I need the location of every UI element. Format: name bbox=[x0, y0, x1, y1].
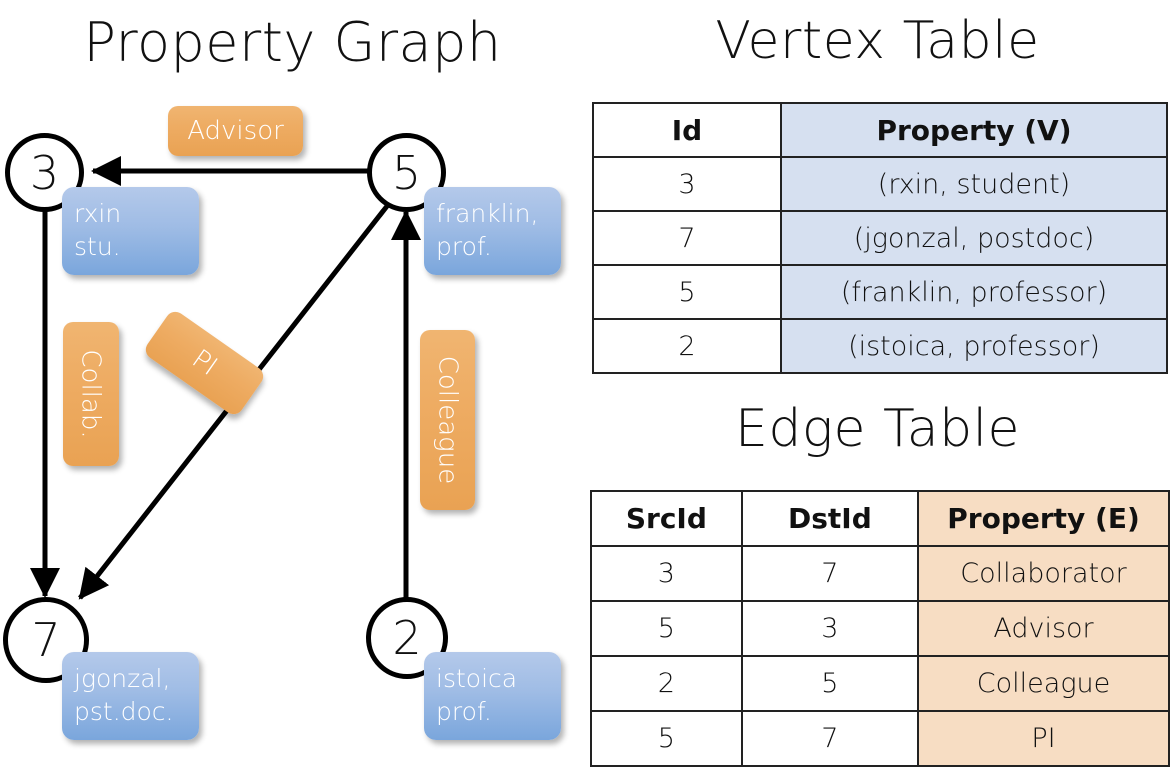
edge-label-colleague[interactable]: Colleague bbox=[420, 330, 475, 510]
table-row: 3 7 Collaborator bbox=[590, 545, 1170, 602]
vertex-row-2-id: 5 bbox=[592, 264, 782, 320]
table-row: 3 (rxin, student) bbox=[592, 156, 1168, 212]
vertex-property-3-line1: rxin bbox=[74, 199, 122, 228]
vertex-table-title: Vertex Table bbox=[715, 11, 1040, 71]
vertex-row-0-id: 3 bbox=[592, 156, 782, 212]
table-row: 2 5 Colleague bbox=[590, 655, 1170, 712]
vertex-property-7-line1: jgonzal, bbox=[74, 664, 171, 693]
vertex-node-5-label: 5 bbox=[391, 145, 422, 200]
edge-row-1-dst: 3 bbox=[740, 600, 920, 657]
vertex-table-header-id: Id bbox=[592, 102, 782, 158]
vertex-node-2[interactable]: 2 bbox=[366, 597, 448, 679]
vertex-property-5-line1: franklin, bbox=[436, 199, 539, 228]
edge-row-2-src: 2 bbox=[590, 655, 743, 712]
edge-row-3-src: 5 bbox=[590, 710, 743, 767]
edge-row-3-property: PI bbox=[917, 710, 1170, 767]
vertex-row-1-property: (jgonzal, postdoc) bbox=[780, 210, 1168, 266]
vertex-property-box-2[interactable]: istoica prof. bbox=[424, 652, 561, 740]
table-row: 7 (jgonzal, postdoc) bbox=[592, 210, 1168, 266]
edge-table-header-property: Property (E) bbox=[917, 490, 1170, 547]
edge-table-title: Edge Table bbox=[734, 399, 1021, 459]
edge-label-advisor-text: Advisor bbox=[187, 116, 284, 146]
vertex-property-box-3[interactable]: rxin stu. bbox=[62, 187, 199, 275]
edge-row-0-property: Collaborator bbox=[917, 545, 1170, 602]
vertex-row-1-id: 7 bbox=[592, 210, 782, 266]
vertex-property-5-line2: prof. bbox=[436, 232, 492, 261]
vertex-table-header-property: Property (V) bbox=[780, 102, 1168, 158]
vertex-node-2-label: 2 bbox=[392, 611, 422, 665]
vertex-property-2-line1: istoica bbox=[436, 664, 518, 693]
edge-row-1-src: 5 bbox=[590, 600, 743, 657]
edge-label-advisor[interactable]: Advisor bbox=[168, 106, 303, 156]
edge-row-2-property: Colleague bbox=[917, 655, 1170, 712]
edge-label-pi-text: PI bbox=[186, 344, 223, 382]
vertex-node-5[interactable]: 5 bbox=[367, 133, 446, 212]
edge-row-0-src: 3 bbox=[590, 545, 743, 602]
vertex-row-0-property: (rxin, student) bbox=[780, 156, 1168, 212]
edge-table: SrcId DstId Property (E) 3 7 Collaborato… bbox=[590, 490, 1170, 767]
edge-label-colleague-text: Colleague bbox=[432, 355, 463, 485]
edge-row-1-property: Advisor bbox=[917, 600, 1170, 657]
table-header-row: Id Property (V) bbox=[592, 102, 1168, 158]
vertex-property-2-line2: prof. bbox=[436, 697, 492, 726]
vertex-property-box-5[interactable]: franklin, prof. bbox=[424, 187, 561, 275]
vertex-property-box-7[interactable]: jgonzal, pst.doc. bbox=[62, 652, 199, 740]
vertex-property-7-line2: pst.doc. bbox=[74, 697, 174, 726]
vertex-row-3-id: 2 bbox=[592, 318, 782, 374]
edge-row-2-dst: 5 bbox=[740, 655, 920, 712]
table-row: 5 7 PI bbox=[590, 710, 1170, 767]
edge-row-0-dst: 7 bbox=[740, 545, 920, 602]
table-row: 2 (istoica, professor) bbox=[592, 318, 1168, 374]
vertex-node-7-label: 7 bbox=[31, 613, 61, 667]
vertex-table: Id Property (V) 3 (rxin, student) 7 (jgo… bbox=[592, 102, 1168, 374]
table-header-row: SrcId DstId Property (E) bbox=[590, 490, 1170, 547]
edge-table-header-dstid: DstId bbox=[740, 490, 920, 547]
property-graph-title: Property Graph bbox=[83, 11, 502, 74]
edge-table-header-srcid: SrcId bbox=[590, 490, 743, 547]
table-row: 5 3 Advisor bbox=[590, 600, 1170, 657]
edge-label-collab[interactable]: Collab. bbox=[63, 322, 119, 466]
table-row: 5 (franklin, professor) bbox=[592, 264, 1168, 320]
edge-row-3-dst: 7 bbox=[740, 710, 920, 767]
vertex-property-3-line2: stu. bbox=[74, 232, 121, 261]
edge-label-collab-text: Collab. bbox=[76, 349, 106, 439]
vertex-row-2-property: (franklin, professor) bbox=[780, 264, 1168, 320]
vertex-node-3-label: 3 bbox=[29, 145, 60, 200]
vertex-row-3-property: (istoica, professor) bbox=[780, 318, 1168, 374]
